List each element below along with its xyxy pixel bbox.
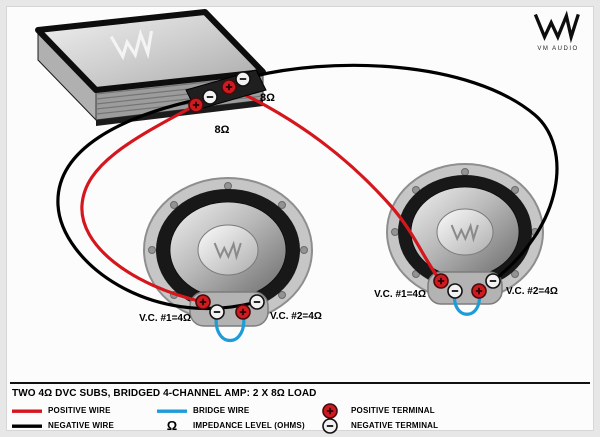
legend-item-positive-terminal: POSITIVE TERMINAL [315, 402, 485, 419]
sub2-vc2-negative-terminal [485, 273, 501, 289]
legend-item-bridge-wire: BRIDGE WIRE [157, 403, 315, 418]
amp-positive-terminal-2 [188, 97, 204, 113]
diagram-title: TWO 4Ω DVC SUBS, BRIDGED 4-CHANNEL AMP: … [12, 388, 317, 399]
legend-label: NEGATIVE TERMINAL [351, 421, 439, 430]
legend-label: NEGATIVE WIRE [48, 421, 115, 430]
amp-negative-terminal-2 [202, 89, 218, 105]
sub1-vc1-positive-terminal [195, 294, 211, 310]
amp-positive-terminal-1 [221, 79, 237, 95]
impedance-label-2: 8Ω [215, 124, 230, 136]
positive-wire-sub1 [80, 103, 205, 304]
negative-terminal-icon [315, 417, 345, 434]
brand-caption: VM AUDIO [537, 46, 578, 52]
sub2-vc1-label: V.C. #1=4Ω [374, 289, 426, 300]
legend-label: POSITIVE TERMINAL [351, 406, 435, 415]
omega-symbol-icon: Ω [166, 418, 178, 433]
legend-item-negative-terminal: NEGATIVE TERMINAL [315, 417, 485, 434]
impedance-label-1: 8Ω [260, 92, 275, 104]
legend: POSITIVE WIRE NEGATIVE WIRE BRIDGE WIRE … [12, 402, 485, 434]
subwoofer-2 [386, 163, 544, 305]
sub1-vc1-label: V.C. #1=4Ω [139, 313, 191, 324]
subwoofer-1 [143, 177, 313, 327]
diagram-canvas: 8Ω 8Ω V.C. #1=4Ω V.C. #2=4Ω V.C. #1=4Ω V… [35, 9, 580, 342]
bridge-wire-sub2 [452, 289, 482, 316]
legend-item-positive-wire: POSITIVE WIRE [12, 403, 157, 418]
sub1-vc2-label: V.C. #2=4Ω [270, 311, 322, 322]
sub2-vc2-label: V.C. #2=4Ω [506, 286, 558, 297]
vm-logo-icon [534, 14, 580, 39]
positive-terminal-icon [315, 402, 345, 419]
footer-divider [10, 382, 590, 384]
bridge-wire-swatch-icon [157, 407, 187, 415]
sub2-vc2-positive-terminal [471, 283, 487, 299]
amp-negative-terminal-1 [235, 71, 251, 87]
dust-cap [197, 224, 259, 276]
sub1-vc2-positive-terminal [235, 304, 251, 320]
amp-terminal-panel: 8Ω 8Ω [185, 69, 275, 136]
sub1-vc2-negative-terminal [249, 294, 265, 310]
negative-wire-swatch-icon [12, 422, 42, 430]
negative-wire-sub1 [56, 95, 259, 311]
legend-label: BRIDGE WIRE [193, 406, 250, 415]
sub1-terminals: V.C. #1=4Ω V.C. #2=4Ω [139, 294, 322, 324]
sub1-vc1-negative-terminal [209, 304, 225, 320]
positive-wire-swatch-icon [12, 407, 42, 415]
sub2-terminals: V.C. #1=4Ω V.C. #2=4Ω [374, 273, 558, 300]
negative-wire-sub2 [241, 63, 559, 283]
legend-item-negative-wire: NEGATIVE WIRE [12, 418, 157, 433]
legend-label: IMPEDANCE LEVEL (OHMS) [193, 421, 305, 430]
brand-logo: VM AUDIO [534, 14, 580, 52]
bridge-wire-sub1 [214, 310, 246, 342]
amplifier [35, 9, 266, 126]
sub2-vc1-positive-terminal [433, 273, 449, 289]
legend-label: POSITIVE WIRE [48, 406, 111, 415]
legend-item-impedance: Ω IMPEDANCE LEVEL (OHMS) [157, 418, 315, 433]
amp-top-face [35, 9, 266, 93]
positive-wire-sub2 [227, 85, 443, 283]
sub2-vc1-negative-terminal [447, 283, 463, 299]
dust-cap [436, 208, 494, 256]
